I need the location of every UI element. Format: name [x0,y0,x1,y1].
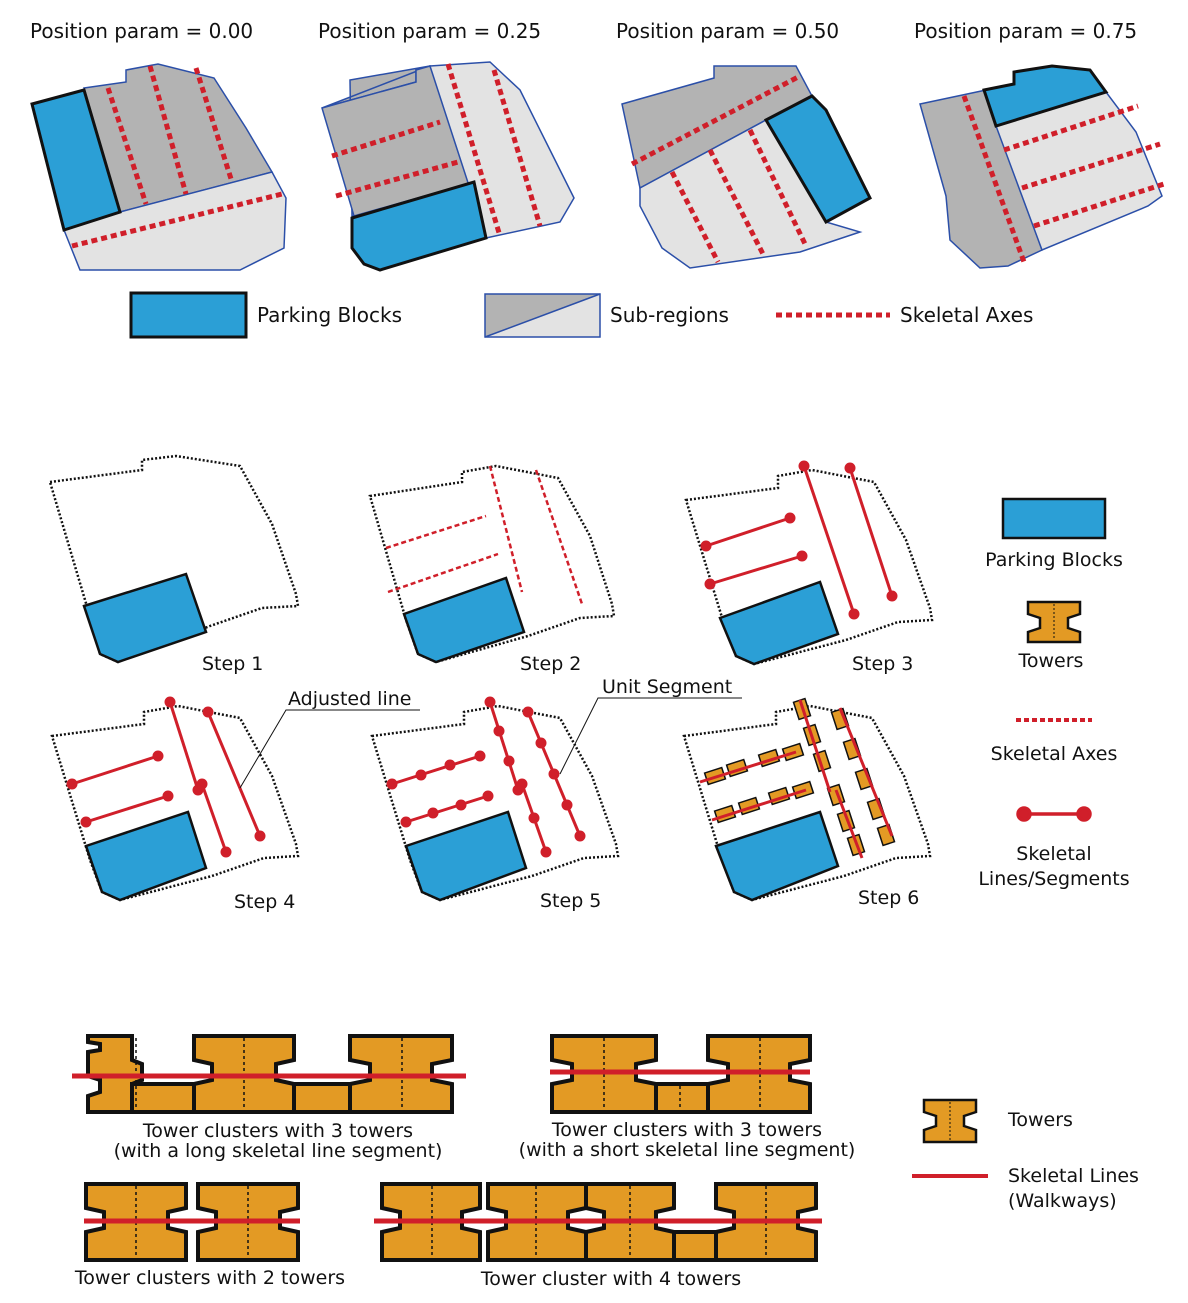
site-param-000 [30,63,287,271]
legend-b-parking-swatch [1001,497,1107,540]
legend-b-lines-label-2: Lines/Segments [978,868,1129,890]
parking-block [84,810,208,902]
legend-b-lines-label-1: Skeletal [1016,843,1091,865]
step-3-label: Step 3 [852,653,913,675]
step-2-label: Step 2 [520,653,581,675]
panel-b: Step 1 Step 2 [48,454,1130,913]
panel-a-title-1: Position param = 0.00 [30,19,253,43]
caption-2: Tower clusters with 2 towers [74,1267,345,1289]
unit-segment-leader [559,697,742,775]
step-1: Step 1 [48,454,300,675]
legend-subregion-swatch [484,293,601,338]
step-6-label: Step 6 [858,887,919,909]
legend-b-lines-swatch [1016,806,1092,822]
caption-3-short-2: (with a short skeletal line segment) [519,1139,856,1161]
step-3: Step 3 [684,460,934,675]
caption-3-short-1: Tower clusters with 3 towers [551,1119,822,1141]
parking-block [350,180,488,272]
caption-3-long-2: (with a long skeletal line segment) [114,1140,443,1162]
adjusted-line-leader [239,709,420,789]
panel-a-title-2: Position param = 0.25 [318,19,541,43]
parking-block [82,572,208,664]
step-4-label: Step 4 [234,891,295,913]
legend-parking-swatch [129,291,248,339]
legend-c-lines-label-1: Skeletal Lines [1008,1165,1139,1187]
step-1-label: Step 1 [202,653,263,675]
step-2: Step 2 [368,464,616,675]
panel-c-lines [72,1038,822,1258]
parking-block [30,88,122,232]
caption-4: Tower cluster with 4 towers [480,1268,741,1290]
legend-subregions-label: Sub-regions [610,303,729,327]
panel-a: Position param = 0.00 Position param = 0… [30,19,1165,339]
legend-b-towers-label: Towers [1018,650,1084,672]
caption-3-long-1: Tower clusters with 3 towers [142,1120,413,1142]
legend-axes-label: Skeletal Axes [900,303,1033,327]
legend-b-tower-icon [1026,600,1082,644]
unit-segment-callout: Unit Segment [602,676,732,698]
parking-block [982,64,1109,128]
legend-c-tower-icon [922,1098,978,1144]
step-4: Adjusted line Step 4 [50,688,420,913]
panel-a-title-4: Position param = 0.75 [914,19,1137,43]
parking-block [402,576,526,664]
site-param-075 [919,64,1165,269]
parking-block [763,94,872,225]
legend-b-parking-label: Parking Blocks [985,549,1123,571]
legend-parking-label: Parking Blocks [257,303,402,327]
parking-block [404,810,528,902]
parking-block [718,580,840,666]
legend-c-lines-label-2: (Walkways) [1008,1190,1117,1212]
legend-b-axes-label: Skeletal Axes [991,743,1118,765]
panel-a-title-3: Position param = 0.50 [616,19,839,43]
adjusted-line-callout: Adjusted line [288,688,411,710]
step-6: Step 6 [682,697,932,909]
step-5-label: Step 5 [540,890,601,912]
cluster-3-long [86,1034,454,1114]
step-5: Unit Segment Step 5 [370,676,742,912]
site-param-050 [621,65,872,269]
parking-block [714,810,840,902]
site-param-025 [321,61,575,272]
legend-c-towers-label: Towers [1007,1109,1073,1131]
